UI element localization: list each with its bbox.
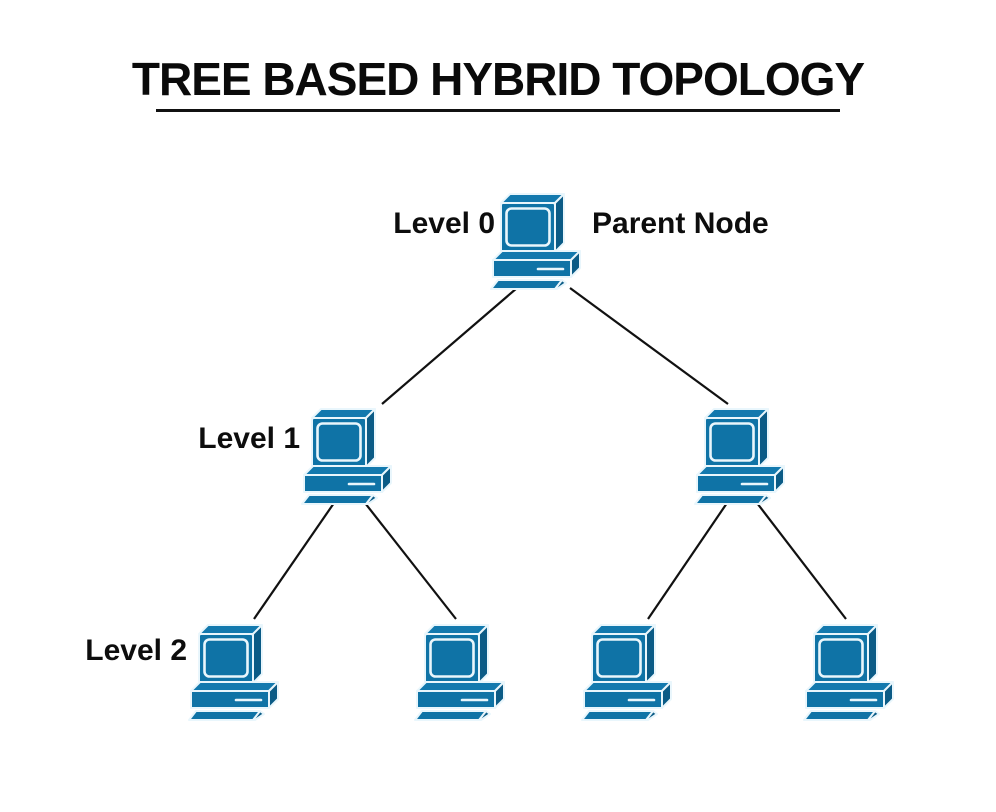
desktop-computer-icon	[188, 624, 279, 721]
computer-node-n2b-level-2	[409, 621, 513, 721]
edge-line-n0-n1a	[381, 287, 518, 405]
computer-node-n2a-level-2	[183, 621, 287, 721]
edge-line-n1b-n2d	[756, 502, 847, 620]
edge-line-n1a-n2a	[253, 502, 335, 620]
level-0-label: Level 0	[393, 207, 495, 240]
parent-node-label: Parent Node	[592, 207, 769, 240]
desktop-computer-icon	[490, 193, 581, 290]
desktop-computer-icon	[803, 624, 894, 721]
desktop-computer-icon	[581, 624, 672, 721]
page-title: TREE BASED HYBRID TOPOLOGY	[131, 53, 865, 105]
level-1-label: Level 1	[198, 422, 300, 455]
desktop-computer-icon	[414, 624, 505, 721]
computer-node-n0-level-0	[485, 190, 589, 290]
computer-node-n1a-level-1	[296, 405, 400, 505]
title-underline	[156, 109, 840, 112]
computer-node-n1b-level-1	[689, 405, 793, 505]
desktop-computer-icon	[694, 408, 785, 505]
edge-line-n1a-n2b	[364, 502, 457, 620]
level-2-label: Level 2	[85, 634, 187, 667]
desktop-computer-icon	[301, 408, 392, 505]
computer-node-n2d-level-2	[798, 621, 902, 721]
edge-line-n0-n1b	[569, 287, 729, 405]
computer-node-n2c-level-2	[576, 621, 680, 721]
edge-line-n1b-n2c	[647, 502, 728, 620]
